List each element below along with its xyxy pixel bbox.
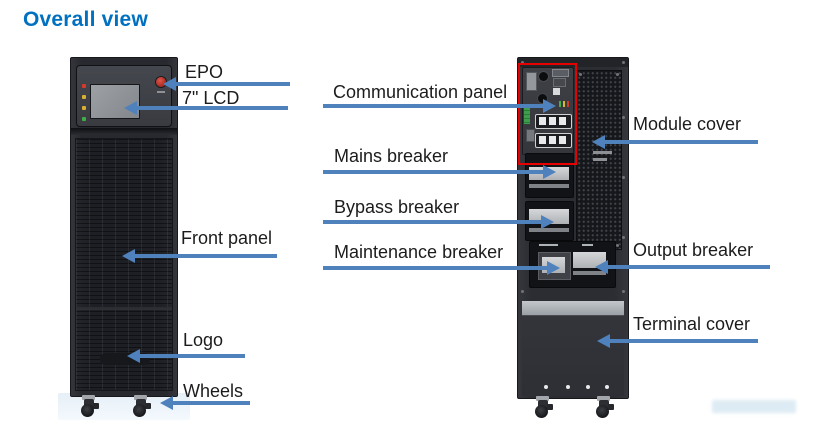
screw — [544, 385, 548, 389]
screw — [521, 290, 524, 293]
vent-slot — [593, 158, 607, 161]
caster-plate — [82, 395, 95, 400]
callout-wheels: Wheels — [183, 381, 244, 401]
watermark — [712, 400, 796, 413]
screw — [622, 61, 625, 64]
communication-panel — [522, 67, 574, 155]
screw — [579, 73, 582, 76]
logo-arrow — [127, 349, 245, 363]
callout-bypass-breaker: Bypass breaker — [334, 197, 460, 217]
front-wheel-right — [131, 395, 151, 418]
callout-mains-breaker: Mains breaker — [334, 146, 449, 166]
breaker-slot — [529, 228, 569, 232]
maintenance-breaker-arrow — [323, 261, 560, 275]
mains-breaker-arrow — [323, 165, 556, 179]
round-connector — [538, 94, 547, 103]
callout-terminal-cover: Terminal cover — [633, 314, 751, 334]
callout-module-cover: Module cover — [633, 114, 742, 134]
rear-wheel-right — [594, 396, 614, 419]
caster-plate — [536, 396, 549, 401]
screw — [616, 244, 619, 247]
screw — [616, 73, 619, 76]
output-breaker-arrow — [595, 260, 770, 274]
vent-slot — [593, 151, 612, 154]
rear-top-band — [518, 58, 628, 67]
page-title: Overall view — [23, 8, 148, 31]
wheels-arrow — [160, 396, 250, 410]
yellow-status-led — [82, 106, 86, 110]
caster-wheel — [81, 404, 94, 417]
front-display-panel — [76, 65, 172, 127]
screw — [586, 385, 590, 389]
yellow-status-led — [82, 95, 86, 99]
rj45-port-group — [535, 114, 572, 129]
cover-trim-strip — [522, 301, 624, 315]
screw — [521, 61, 524, 64]
epo-arrow — [163, 77, 290, 91]
green-led — [559, 101, 561, 107]
screw — [605, 385, 609, 389]
terminal-block — [524, 107, 530, 124]
panel-seam — [76, 307, 172, 310]
usb-port — [553, 78, 566, 87]
caster-wheel — [133, 404, 146, 417]
front-panel-arrow — [122, 249, 277, 263]
front-wheel-left — [79, 395, 99, 418]
front-groove — [71, 128, 177, 135]
terminal-cover-arrow — [597, 334, 758, 348]
callout-lcd: 7" LCD — [182, 88, 240, 108]
yellow-led — [563, 101, 565, 107]
callout-communication-panel: Communication panel — [333, 82, 508, 102]
breaker-slot — [529, 184, 569, 188]
breaker-slot — [573, 271, 606, 275]
caster-plate — [134, 395, 147, 400]
caster-lock — [145, 403, 151, 409]
red-led — [567, 101, 569, 107]
card-slot — [552, 69, 569, 77]
callout-logo: Logo — [183, 330, 224, 350]
communication-panel-arrow — [323, 99, 556, 113]
red-status-led — [82, 84, 86, 88]
label-dash — [582, 244, 593, 246]
epo-label-tag — [157, 91, 165, 93]
rear-wheel-left — [533, 396, 553, 419]
lower-breaker-recess — [529, 241, 616, 288]
screw — [622, 290, 625, 293]
caster-wheel — [535, 405, 548, 418]
lcd-arrow — [124, 101, 288, 115]
dip-switch — [553, 88, 560, 95]
status-leds — [82, 84, 86, 128]
green-status-led — [82, 117, 86, 121]
screw — [566, 385, 570, 389]
module-cover-mesh — [576, 70, 622, 250]
small-connector — [526, 129, 535, 142]
caster-lock — [547, 404, 553, 410]
caster-lock — [93, 403, 99, 409]
label-dash — [539, 244, 558, 246]
caster-plate — [597, 396, 610, 401]
caster-wheel — [596, 405, 609, 418]
screw — [622, 176, 625, 179]
rj45-port-group — [535, 133, 572, 148]
callout-epo: EPO — [185, 62, 224, 82]
terminal-cover-panel — [522, 315, 624, 396]
callout-output-breaker: Output breaker — [633, 240, 754, 260]
communication-panel-highlight-box — [518, 63, 577, 165]
screw — [622, 116, 625, 119]
epo-button — [156, 77, 166, 87]
caster-lock — [608, 404, 614, 410]
round-connector — [539, 72, 548, 81]
callout-front-panel: Front panel — [181, 228, 273, 248]
callout-maintenance-breaker: Maintenance breaker — [334, 242, 504, 262]
db-connector — [526, 72, 537, 91]
bypass-breaker-arrow — [323, 215, 554, 229]
module-cover-arrow — [592, 135, 758, 149]
screw — [622, 236, 625, 239]
